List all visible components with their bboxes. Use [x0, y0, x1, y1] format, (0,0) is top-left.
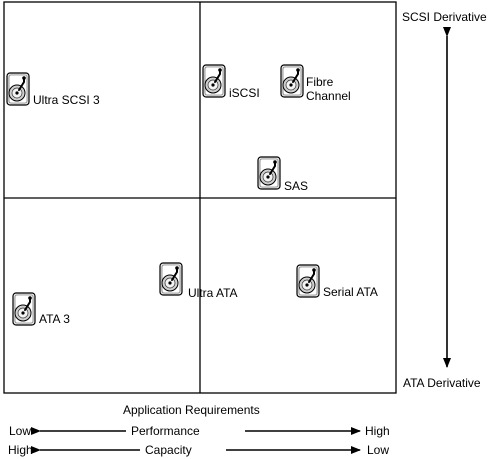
capacity-low-label: Low	[367, 443, 390, 457]
capacity-high-label: High	[8, 443, 33, 457]
drive-label-ultra-ata: Ultra ATA	[188, 286, 238, 300]
capacity-label: Capacity	[145, 443, 192, 457]
drive-label-ultra-scsi-3: Ultra SCSI 3	[33, 93, 100, 107]
application-requirements-title: Application Requirements	[123, 403, 260, 417]
hard-drive-icon	[280, 64, 304, 98]
performance-low-label: Low	[9, 424, 32, 438]
performance-label: Performance	[131, 424, 200, 438]
ata-derivative-label: ATA Derivative	[403, 376, 481, 390]
hard-drive-icon	[296, 264, 320, 298]
drive-label-fibre-channel: Fibre Channel	[306, 75, 351, 103]
hard-drive-icon	[12, 292, 36, 326]
hard-drive-icon	[159, 262, 183, 296]
drive-label-sas: SAS	[284, 179, 309, 193]
drive-label-iscsi: iSCSI	[229, 86, 260, 100]
hard-drive-icon	[6, 72, 30, 106]
hard-drive-icon	[257, 156, 281, 190]
hard-drive-icon	[202, 64, 226, 98]
drive-label-serial-ata: Serial ATA	[323, 285, 378, 299]
drive-label-ata-3: ATA 3	[39, 312, 70, 326]
performance-high-label: High	[365, 424, 390, 438]
scsi-derivative-label: SCSI Derivative	[402, 10, 487, 24]
